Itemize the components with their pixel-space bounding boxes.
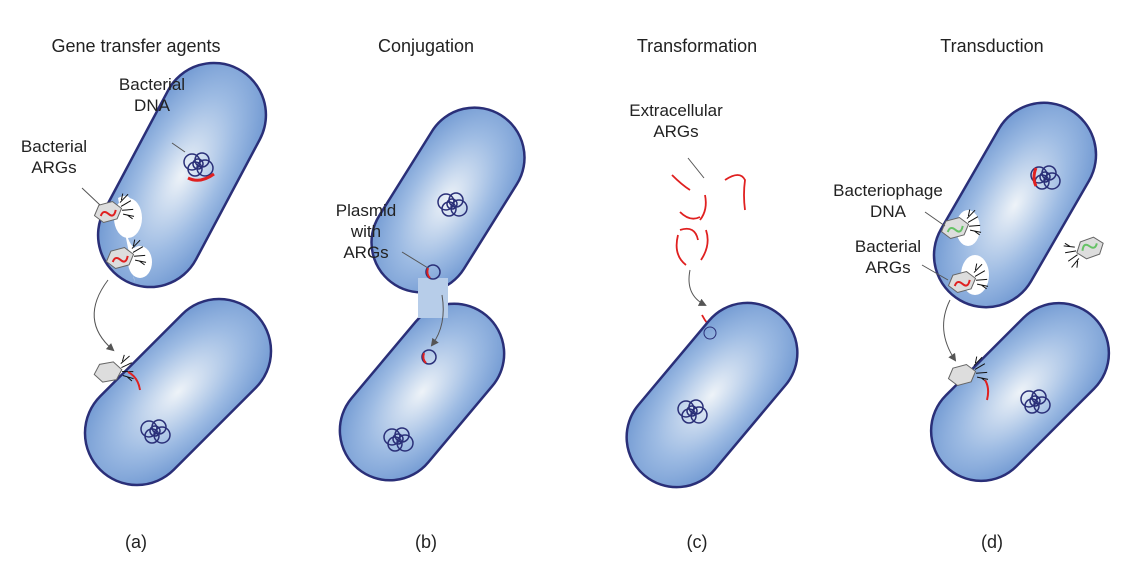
panel-b-conjugating-cells bbox=[338, 106, 526, 482]
panel-d-letter: (d) bbox=[981, 532, 1003, 552]
panel-b-title: Conjugation bbox=[377, 36, 475, 56]
label-bacterial-args-d: Bacterial ARGs bbox=[854, 237, 922, 277]
panel-b-letter: (b) bbox=[415, 532, 437, 552]
label-bacteriophage-dna: Bacteriophage DNA bbox=[833, 181, 943, 221]
panel-d-title: Transduction bbox=[940, 36, 1044, 56]
panel-a-recipient-cell bbox=[83, 297, 273, 487]
label-extracellular-args: Extracellular ARGs bbox=[629, 101, 723, 141]
panel-c-transformation bbox=[625, 157, 799, 489]
panel-d-transduction bbox=[921, 101, 1111, 483]
label-plasmid-with-args: Plasmid with ARGs bbox=[335, 201, 397, 262]
label-bacterial-dna: Bacterial DNA bbox=[118, 75, 186, 115]
panel-c-letter: (c) bbox=[686, 532, 708, 552]
panel-a-donor-cell bbox=[81, 61, 268, 352]
label-bacterial-args-a: Bacterial ARGs bbox=[20, 137, 88, 177]
panel-c-title: Transformation bbox=[636, 36, 758, 56]
panel-a-title: Gene transfer agents bbox=[51, 36, 221, 56]
panel-a-letter: (a) bbox=[125, 532, 147, 552]
